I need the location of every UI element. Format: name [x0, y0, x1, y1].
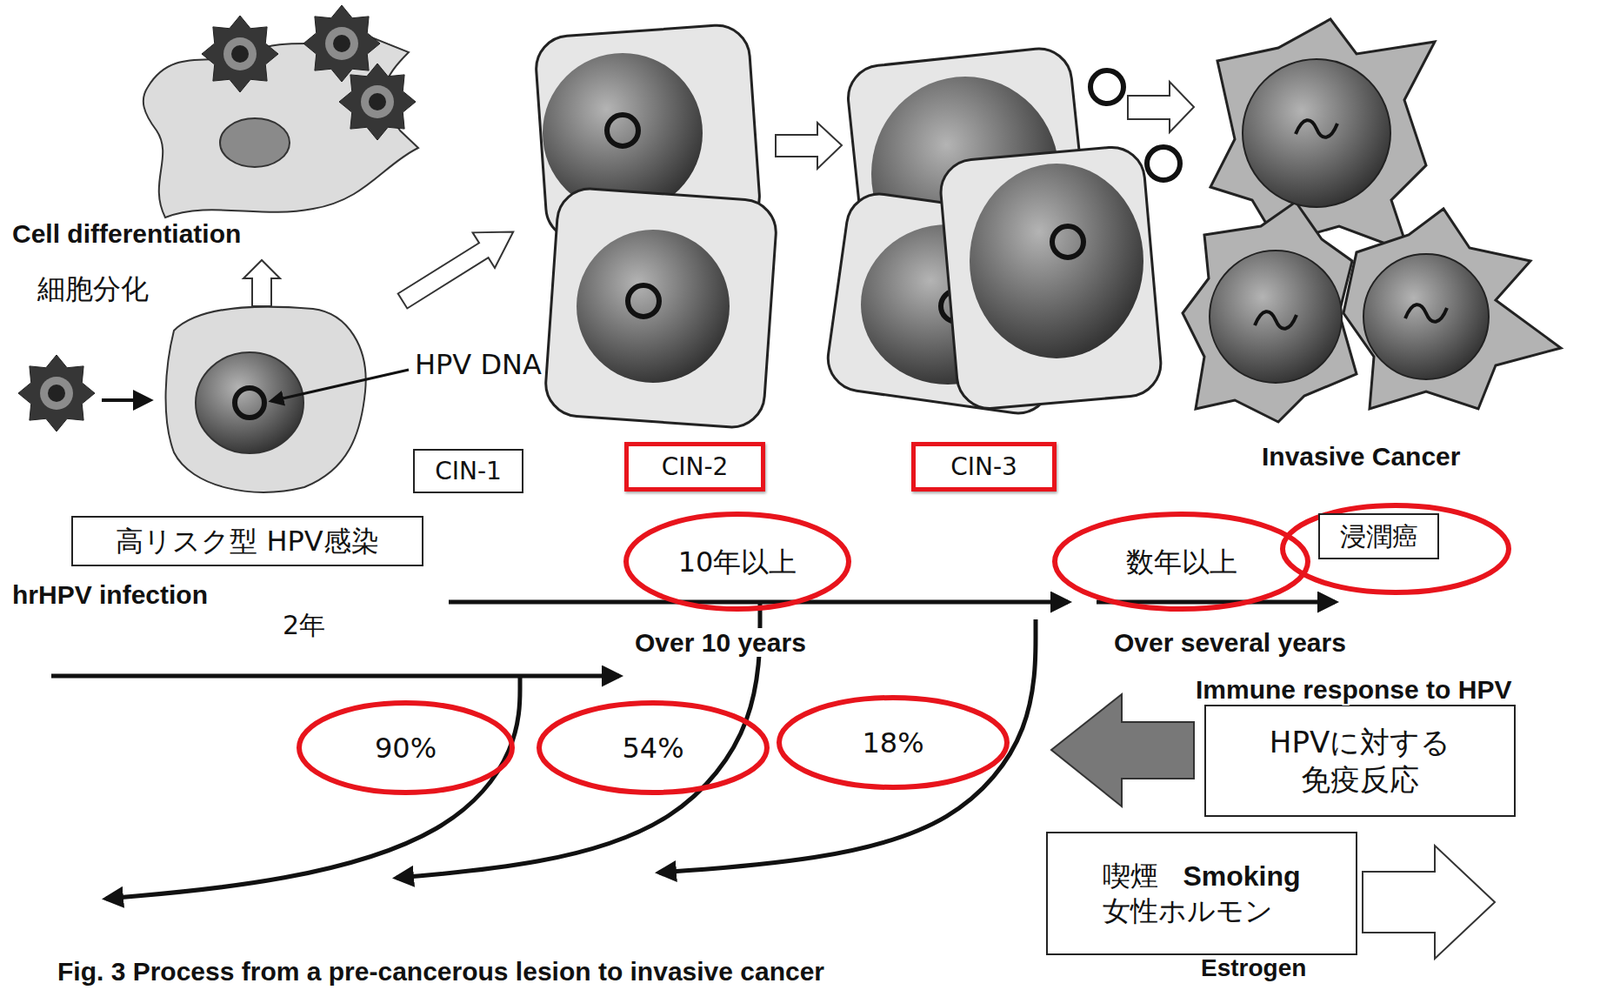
node-text: 高リスク型 HPV感染 [115, 524, 379, 558]
highlight-ellipse-node: 90% [295, 699, 516, 796]
node-text: 女性ホルモン [1102, 893, 1274, 927]
annotation-label: Cell differentiation [10, 219, 243, 248]
block-arrow [1362, 845, 1495, 959]
cell-nucleus [220, 118, 290, 167]
label-box: HPVに対する 免疫反応 [1204, 704, 1516, 817]
text-group: CIN-2 [661, 451, 729, 482]
label-box: 高リスク型 HPV感染 [71, 515, 424, 567]
differentiated-cell [143, 34, 419, 218]
infected-cell [166, 306, 367, 493]
block-arrow [391, 213, 525, 319]
ellipse-outline [626, 513, 849, 609]
virion-ring [223, 37, 257, 71]
virion-ring [40, 376, 74, 410]
cin2-cells [533, 23, 779, 430]
timeline-arrow [51, 673, 620, 679]
ellipse-outline [1054, 513, 1308, 609]
text-group: 54% [621, 730, 684, 766]
highlight-ellipse-node: 18% [775, 693, 1011, 791]
block-arrow [1127, 81, 1194, 133]
node-text: 喫煙 [1102, 859, 1159, 893]
highlight-ellipse-node: 10年以上 [622, 510, 853, 613]
virion-capsid [201, 15, 279, 93]
virion-core [47, 384, 66, 402]
text-group: 浸潤癌 [1340, 520, 1419, 554]
virion-capsid [303, 5, 380, 82]
label-box: CIN-1 [413, 448, 524, 494]
block-arrow [1051, 693, 1194, 807]
highlighted-stage-box: CIN-2 [624, 441, 766, 492]
label-box: 喫煙 Smoking女性ホルモン [1046, 831, 1358, 955]
text-group: CIN-3 [950, 451, 1018, 482]
hpv-virion [303, 5, 380, 82]
cell-nucleus [195, 352, 304, 454]
annotation-label: Immune response to HPV [1193, 674, 1514, 704]
annotation-label: 細胞分化 [35, 273, 151, 305]
annotation-label: Invasive Cancer [1260, 441, 1462, 471]
highlighted-stage-box: CIN-3 [911, 441, 1057, 492]
block-arrow [243, 260, 280, 307]
virion-ring [325, 26, 359, 60]
block-arrow [775, 122, 842, 169]
text-group: 数年以上 [1126, 544, 1238, 580]
ellipse-outline [779, 697, 1007, 787]
annotation-label: Estrogen [1199, 954, 1308, 982]
virion-capsid [18, 354, 95, 432]
figure-caption: Fig. 3 Process from a pre-cancerous lesi… [55, 956, 827, 986]
ellipse-outline [299, 702, 513, 793]
cancer-nuclei [1209, 59, 1489, 383]
text-group: 10年以上 [678, 544, 798, 580]
node-text: 10年以上 [678, 545, 798, 579]
node-text: 90% [374, 731, 437, 765]
text-group: 18% [861, 725, 924, 760]
hpv-virion [201, 15, 279, 93]
annotation-label: Over 10 years [633, 627, 808, 657]
entry-arrow [101, 398, 150, 402]
highlight-ellipse-node: 54% [535, 699, 771, 796]
node-text: CIN-2 [661, 452, 729, 481]
virion-core [333, 34, 351, 53]
annotation-label: HPV DNA [413, 349, 544, 380]
node-text: 54% [621, 731, 684, 765]
virion-capsid [339, 63, 416, 140]
regression-arrow [659, 619, 1036, 873]
cancer-cells [1182, 19, 1561, 422]
text-group: 90% [374, 730, 437, 766]
text-group: HPVに対する 免疫反応 [1238, 723, 1482, 798]
regression-arrow [106, 676, 520, 899]
timeline-arrow [448, 600, 1068, 605]
virion-core [231, 45, 249, 63]
ellipse-outline [539, 702, 767, 793]
text-group: CIN-1 [434, 455, 502, 487]
virion-core [368, 93, 387, 111]
hpv-virion [18, 354, 95, 432]
hpv-dna-ring [234, 387, 265, 418]
label-box: 浸潤癌 [1318, 513, 1440, 560]
node-text: 数年以上 [1126, 545, 1238, 579]
annotation-label: hrHPV infection [10, 580, 210, 609]
highlight-ellipse [1282, 505, 1509, 593]
node-text: Smoking [1182, 860, 1300, 892]
node-text: CIN-1 [434, 456, 502, 486]
text-group: 喫煙 Smoking女性ホルモン [1102, 858, 1300, 928]
hpv-virion [339, 63, 416, 140]
node-text: 浸潤癌 [1340, 520, 1419, 552]
leader-line [271, 369, 409, 401]
text-group: 高リスク型 HPV感染 [115, 523, 379, 559]
cin3-cells [823, 45, 1180, 418]
annotation-label: Over several years [1112, 627, 1348, 657]
node-text: 18% [861, 726, 924, 760]
annotation-label: 2年 [280, 610, 327, 640]
node-text: HPVに対する 免疫反応 [1269, 724, 1451, 797]
node-text: CIN-3 [950, 452, 1018, 481]
virion-ring [360, 85, 394, 119]
highlight-ellipse-node: 数年以上 [1051, 510, 1312, 613]
